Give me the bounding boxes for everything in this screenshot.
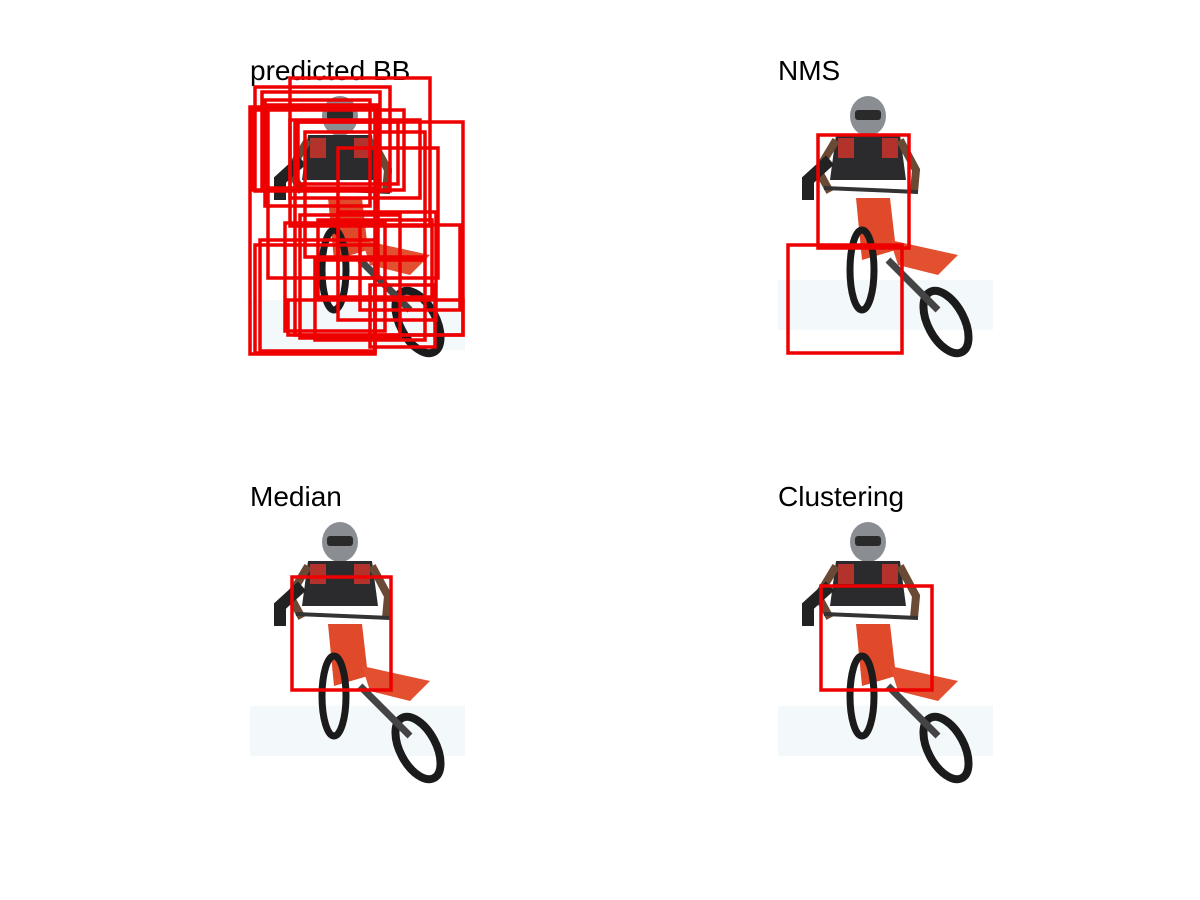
bounding-box	[253, 243, 377, 355]
panel-title: predicted BB	[250, 55, 411, 86]
panel-nms: NMS	[778, 55, 993, 360]
panel-title: NMS	[778, 55, 841, 86]
bounding-box	[266, 103, 380, 280]
bounding-box	[368, 283, 437, 349]
bounding-box	[786, 243, 904, 355]
bounding-box	[303, 130, 427, 259]
motocross-image	[778, 522, 993, 784]
bounding-box	[260, 90, 382, 190]
motocross-image	[778, 96, 993, 358]
bounding-boxes	[819, 584, 934, 692]
bounding-box	[358, 223, 462, 312]
panel-clustering: Clustering	[778, 481, 993, 786]
panel-median: Median	[250, 481, 465, 786]
motocross-image	[248, 76, 465, 358]
bounding-box	[298, 213, 402, 340]
bounding-box	[819, 584, 934, 692]
panel-title: Clustering	[778, 481, 905, 512]
bounding-boxes	[290, 575, 393, 692]
bounding-boxes	[248, 76, 465, 356]
bounding-box	[290, 575, 393, 692]
bounding-box	[336, 210, 438, 322]
bounding-box	[283, 221, 387, 333]
bounding-box	[288, 118, 422, 200]
bounding-box	[816, 133, 911, 250]
bounding-box	[263, 98, 372, 208]
bounding-boxes	[786, 133, 911, 355]
motocross-image	[250, 522, 465, 784]
panel-predicted-bb: predicted BB	[248, 55, 465, 360]
bounding-box	[250, 108, 406, 192]
panel-title: Median	[250, 481, 342, 512]
